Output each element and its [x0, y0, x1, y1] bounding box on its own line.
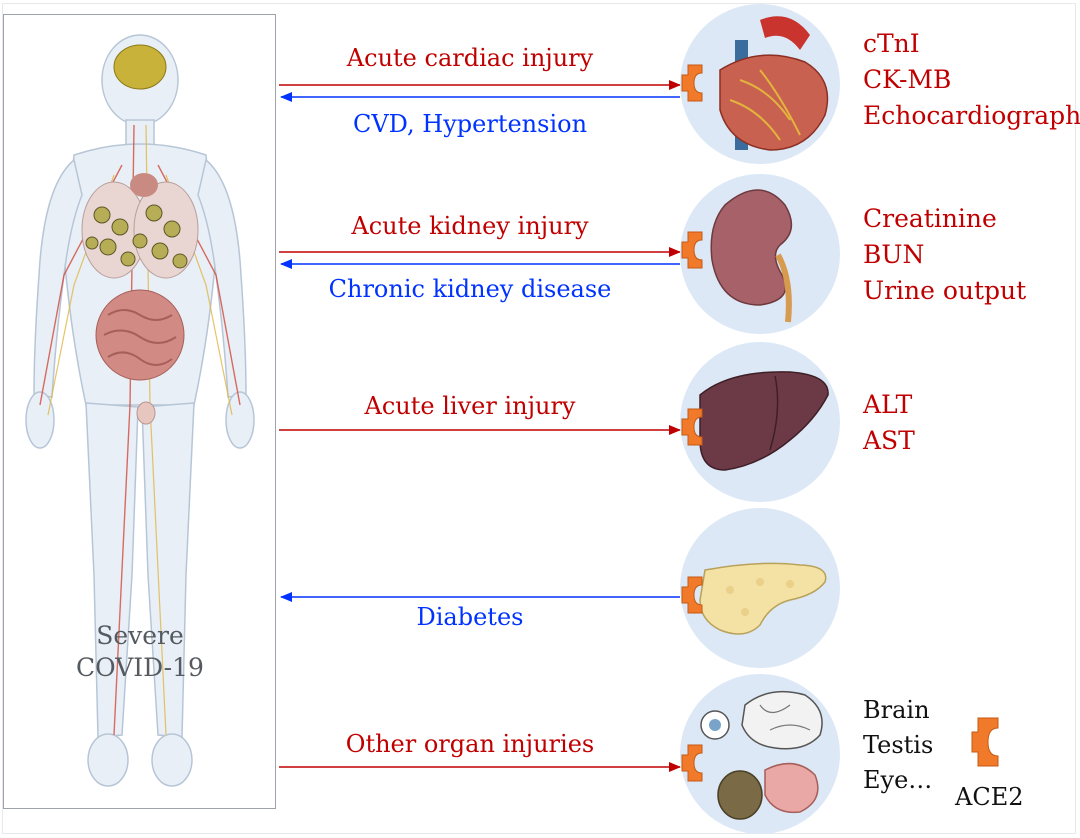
- organ-testis: Testis: [863, 728, 933, 763]
- label-cvd-hypertension: CVD, Hypertension: [353, 110, 587, 138]
- liver-markers: ALT AST: [863, 387, 915, 459]
- marker-creatinine: Creatinine: [863, 201, 1026, 237]
- kidney-markers: Creatinine BUN Urine output: [863, 201, 1026, 309]
- heart-markers: cTnI CK-MB Echocardiography: [863, 26, 1080, 134]
- label-acute-liver-injury: Acute liver injury: [365, 392, 576, 420]
- marker-bun: BUN: [863, 237, 1026, 273]
- ace2-legend-label: ACE2: [955, 783, 1023, 811]
- label-other-organ-injuries: Other organ injuries: [346, 730, 594, 758]
- organ-eye: Eye…: [863, 763, 933, 798]
- marker-echocardiography: Echocardiography: [863, 98, 1080, 134]
- organ-brain: Brain: [863, 693, 933, 728]
- label-diabetes: Diabetes: [417, 603, 524, 631]
- marker-ast: AST: [863, 423, 915, 459]
- label-acute-cardiac-injury: Acute cardiac injury: [347, 44, 593, 72]
- marker-urine-output: Urine output: [863, 273, 1026, 309]
- label-acute-kidney-injury: Acute kidney injury: [351, 212, 588, 240]
- marker-ctni: cTnI: [863, 26, 1080, 62]
- marker-alt: ALT: [863, 387, 915, 423]
- marker-ck-mb: CK-MB: [863, 62, 1080, 98]
- ace2-legend-icon: [972, 718, 998, 766]
- label-chronic-kidney-disease: Chronic kidney disease: [329, 275, 612, 303]
- other-organs-list: Brain Testis Eye…: [863, 693, 933, 798]
